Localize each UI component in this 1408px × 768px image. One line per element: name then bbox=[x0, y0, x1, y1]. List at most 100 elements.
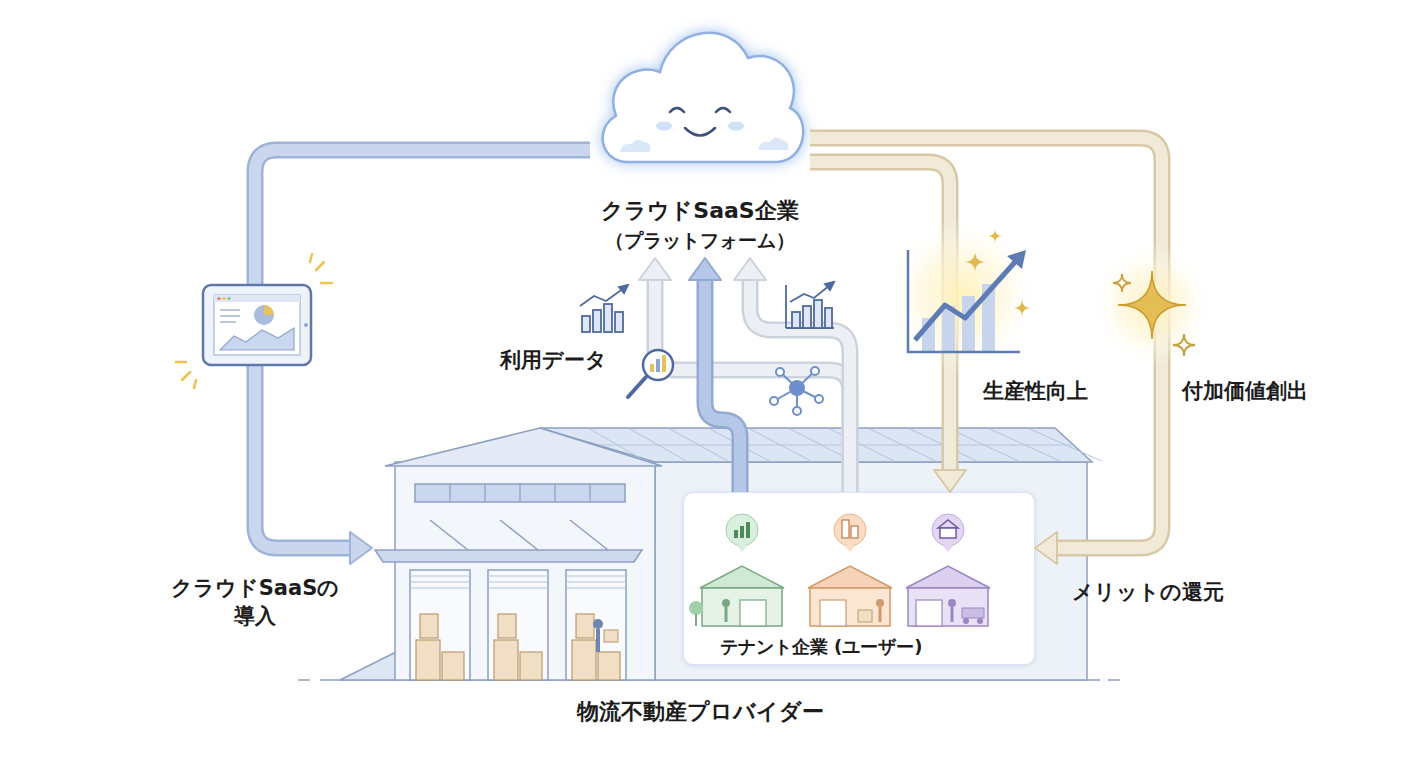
tablet-bar bbox=[214, 295, 300, 302]
solar-line bbox=[600, 445, 1072, 446]
sparkle-dash bbox=[176, 361, 186, 364]
cargo-box bbox=[576, 614, 594, 638]
tenant-roof bbox=[808, 566, 892, 588]
forklift-wheel bbox=[963, 618, 969, 624]
arrow-head bbox=[734, 258, 766, 280]
tree bbox=[695, 614, 697, 626]
main-star bbox=[1118, 271, 1186, 339]
arrow-head bbox=[689, 258, 721, 280]
person bbox=[879, 607, 882, 622]
pipe-body bbox=[655, 277, 850, 492]
awning-brace bbox=[500, 520, 538, 550]
sparkle-dash bbox=[182, 372, 190, 380]
pipe-outline bbox=[750, 277, 850, 492]
sparkle-dash bbox=[316, 262, 324, 270]
tenant-roof bbox=[906, 566, 990, 588]
growth-head bbox=[1007, 250, 1026, 269]
worker bbox=[593, 619, 603, 629]
bar bbox=[593, 310, 601, 332]
growth-chart-icon bbox=[908, 229, 1031, 352]
cloud-shape bbox=[590, 0, 810, 170]
node-label: （プラットフォーム） bbox=[605, 228, 795, 254]
edge-label: クラウドSaaSの 導入 bbox=[168, 574, 343, 631]
pipe-body bbox=[255, 150, 590, 548]
window-divider bbox=[554, 484, 555, 502]
pipe-outline bbox=[810, 162, 950, 473]
network-spoke bbox=[797, 388, 819, 399]
tablet-line bbox=[220, 321, 236, 323]
bar-chart-icon bbox=[580, 285, 628, 332]
window-divider bbox=[589, 484, 590, 502]
bar bbox=[740, 526, 744, 538]
ramp bbox=[340, 652, 396, 680]
bar bbox=[662, 355, 666, 372]
tenant-door bbox=[916, 600, 942, 626]
pipe-body bbox=[750, 277, 850, 492]
window-divider bbox=[519, 484, 520, 502]
bar bbox=[982, 284, 995, 352]
cargo-box bbox=[442, 652, 464, 680]
pipe-outline bbox=[255, 150, 590, 548]
bar bbox=[656, 359, 660, 372]
pipe-connector bbox=[734, 258, 850, 492]
mini-warehouse bbox=[940, 528, 956, 538]
bar bbox=[615, 312, 623, 332]
cargo-box bbox=[598, 652, 620, 680]
bar bbox=[814, 300, 822, 328]
network-spoke bbox=[780, 372, 797, 388]
edge-label: 生産性向上 bbox=[983, 377, 1088, 405]
sparkle-dash bbox=[321, 282, 332, 285]
shutter-line bbox=[410, 581, 470, 582]
tablet-dot bbox=[222, 297, 225, 300]
pipe-body bbox=[810, 138, 1162, 548]
tablet-line bbox=[220, 309, 240, 311]
loading-door bbox=[488, 570, 548, 680]
shutter-line bbox=[488, 587, 548, 588]
shutter-line bbox=[488, 575, 548, 576]
tenant-icon bbox=[689, 514, 784, 626]
bar bbox=[650, 364, 654, 372]
person bbox=[722, 599, 730, 607]
glow bbox=[884, 218, 1040, 374]
bar-chart-icon bbox=[786, 282, 834, 328]
pipe-outline bbox=[810, 138, 1162, 548]
pipe-body bbox=[705, 277, 740, 492]
shutter-line bbox=[566, 587, 626, 588]
pie-slice bbox=[264, 305, 274, 315]
network-dot bbox=[815, 395, 823, 403]
ground-dash bbox=[298, 679, 310, 681]
cloud-cheek bbox=[656, 122, 672, 131]
bar bbox=[825, 308, 832, 328]
network-spoke bbox=[797, 371, 815, 388]
tablet-line bbox=[220, 315, 240, 317]
awning-brace bbox=[430, 520, 468, 550]
person bbox=[876, 599, 884, 607]
node-label: テナント企業 (ユーザー) bbox=[720, 635, 923, 659]
tenant-building bbox=[810, 588, 890, 626]
forklift-wheel bbox=[977, 618, 983, 624]
gable-roof bbox=[385, 428, 662, 466]
cloud-eye bbox=[716, 108, 730, 112]
tablet-icon bbox=[203, 285, 311, 365]
pipe-connector bbox=[689, 258, 740, 492]
cloud-cheek bbox=[728, 122, 744, 131]
person bbox=[951, 607, 954, 622]
magnifier-icon bbox=[628, 350, 673, 397]
tree bbox=[689, 601, 703, 615]
person bbox=[948, 599, 956, 607]
pipe-outline bbox=[705, 277, 740, 492]
bubble-tail bbox=[844, 545, 856, 552]
node-label: クラウドSaaS企業 bbox=[601, 196, 798, 226]
cloud-outline bbox=[603, 33, 804, 162]
cargo-box bbox=[572, 640, 596, 680]
trend-line bbox=[580, 288, 624, 306]
sparkle-star bbox=[1173, 334, 1195, 356]
bubble-tail bbox=[942, 545, 954, 552]
magnifier-handle bbox=[628, 377, 646, 397]
building-parts bbox=[298, 428, 1120, 680]
trend-head bbox=[825, 282, 834, 290]
